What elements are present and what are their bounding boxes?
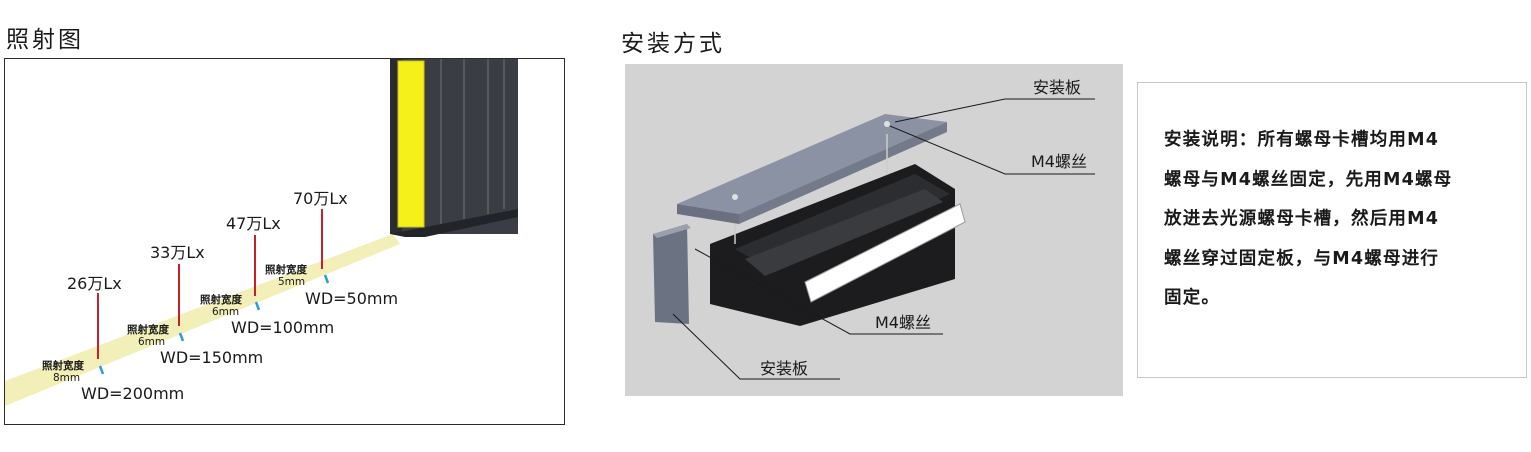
note-line: 安装说明：所有螺母卡槽均用M4 bbox=[1164, 130, 1440, 150]
light-beam bbox=[5, 234, 400, 406]
callout-top-screw: M4螺丝 bbox=[1031, 152, 1087, 171]
note-line: 螺母与M4螺丝固定，先用M4螺母 bbox=[1164, 169, 1453, 190]
width-value: 6mm bbox=[138, 336, 165, 348]
wd-tick bbox=[98, 365, 105, 375]
width-value: 5mm bbox=[278, 276, 305, 288]
leader-line bbox=[672, 313, 840, 380]
note-line: 螺丝穿过固定板，与M4螺母进行 bbox=[1164, 248, 1440, 269]
side-plate bbox=[653, 224, 689, 324]
installation-drawing: 安装板 M4螺丝 M4螺丝 安装板 bbox=[653, 78, 1095, 380]
wd-label: WD=50mm bbox=[305, 289, 398, 308]
callout-bottom-plate: 安装板 bbox=[760, 359, 808, 378]
irradiation-illustration: 70万Lx 照射宽度 5mm WD=50mm 47万Lx 照射宽度 6mm WD… bbox=[5, 59, 518, 406]
callout-top-plate: 安装板 bbox=[1033, 78, 1081, 97]
installation-note: 安装说明：所有螺母卡槽均用M4 螺母与M4螺丝固定，先用M4螺母 放进去光源螺母… bbox=[1137, 82, 1527, 378]
light-emitter bbox=[398, 61, 424, 227]
leader-line bbox=[894, 98, 1095, 123]
irradiation-diagram-heading: 照射图 bbox=[6, 27, 84, 53]
lux-label: 70万Lx bbox=[293, 189, 348, 208]
width-label: 照射宽度 bbox=[200, 293, 242, 306]
lux-label: 47万Lx bbox=[226, 214, 281, 233]
wd-label: WD=200mm bbox=[81, 384, 184, 403]
wd-label: WD=150mm bbox=[160, 348, 263, 367]
irradiation-diagram: 70万Lx 照射宽度 5mm WD=50mm 47万Lx 照射宽度 6mm WD… bbox=[4, 58, 565, 425]
installation-illustration: 安装板 M4螺丝 M4螺丝 安装板 bbox=[625, 64, 1123, 396]
callout-bottom-screw: M4螺丝 bbox=[875, 313, 931, 332]
note-line: 固定。 bbox=[1164, 288, 1221, 308]
width-label: 照射宽度 bbox=[265, 263, 307, 276]
wd-tick bbox=[323, 274, 330, 284]
installation-heading: 安装方式 bbox=[621, 31, 725, 57]
lux-label: 33万Lx bbox=[150, 243, 205, 262]
width-label: 照射宽度 bbox=[42, 359, 84, 372]
width-value: 8mm bbox=[53, 372, 80, 384]
note-line: 放进去光源螺母卡槽，然后用M4 bbox=[1164, 209, 1440, 229]
top-plate bbox=[677, 114, 947, 214]
leader-line bbox=[889, 125, 1095, 175]
leader-line bbox=[694, 248, 943, 335]
lux-label: 26万Lx bbox=[67, 274, 122, 293]
light-window bbox=[805, 204, 965, 302]
wd-tick bbox=[254, 301, 261, 311]
width-label: 照射宽度 bbox=[127, 323, 169, 336]
wd-tick bbox=[178, 332, 185, 342]
width-value: 6mm bbox=[212, 306, 239, 318]
wd-label: WD=100mm bbox=[231, 318, 334, 337]
